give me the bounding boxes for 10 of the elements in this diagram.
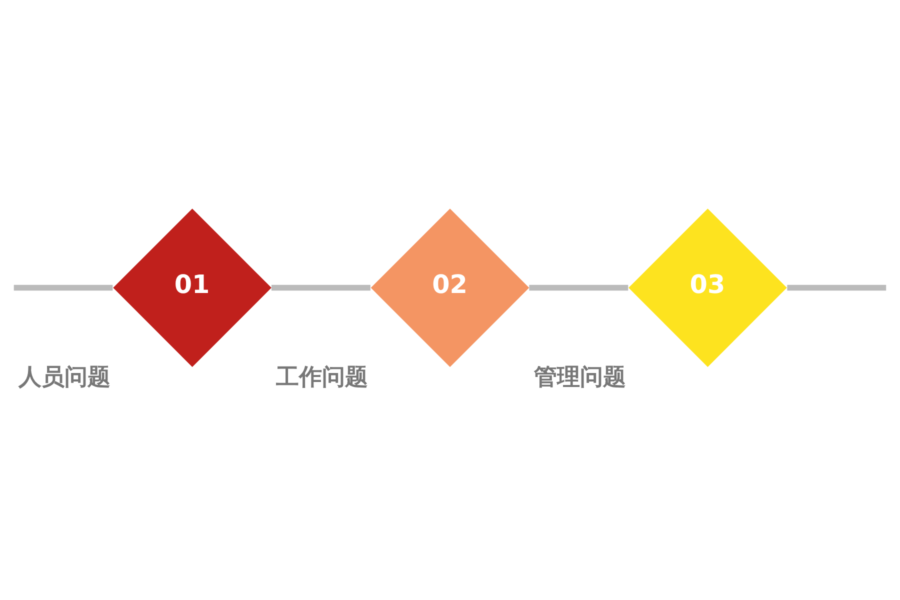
node-diamond: 03 <box>628 208 787 366</box>
connector <box>271 284 370 290</box>
node-label: 人员问题 <box>18 364 110 390</box>
node-diamond: 02 <box>370 208 530 366</box>
node-label: 工作问题 <box>276 364 368 390</box>
connector <box>14 284 113 290</box>
connector <box>529 284 628 290</box>
node-diamond: 01 <box>113 208 272 366</box>
node-label: 管理问题 <box>534 364 626 390</box>
connector <box>787 284 886 290</box>
